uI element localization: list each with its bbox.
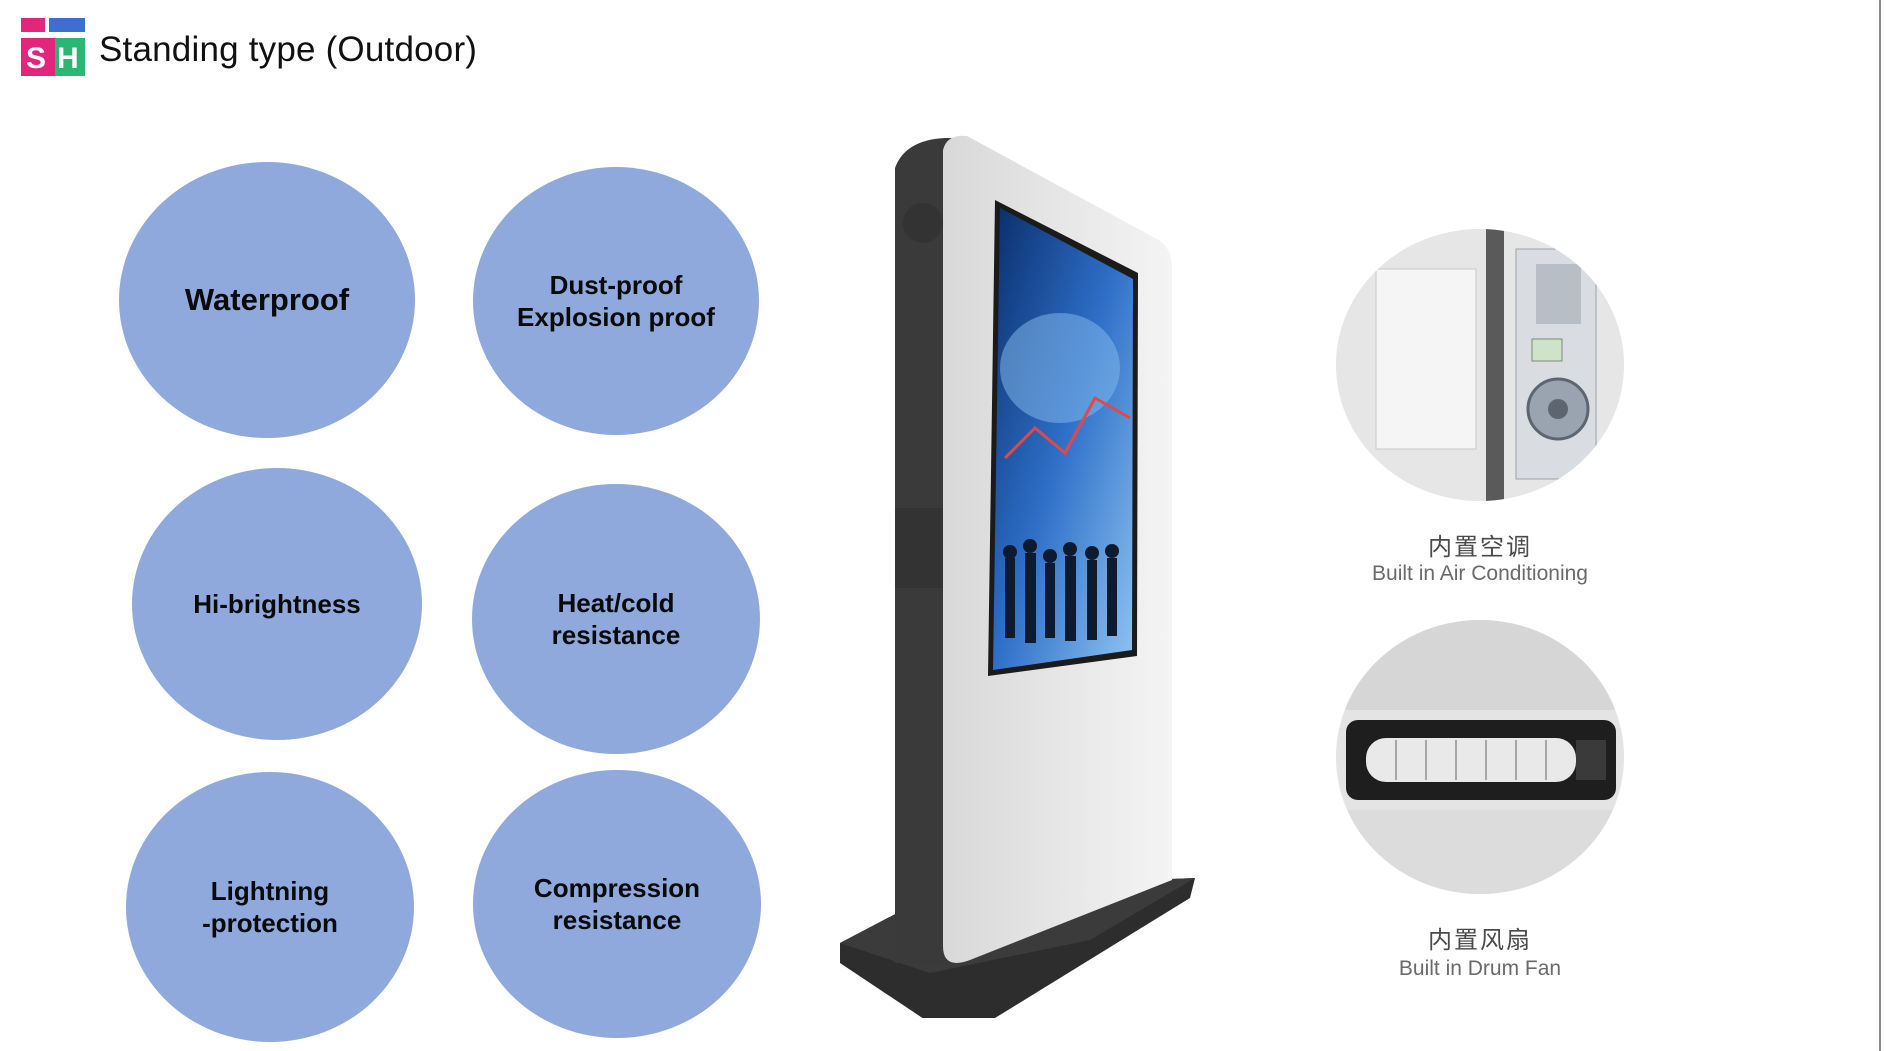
feature-label: Heat/cold resistance [551, 588, 681, 650]
svg-text:H: H [57, 42, 79, 75]
feature-lightning-protection: Lightning -protection [126, 772, 414, 1042]
air-conditioner-icon [1336, 229, 1624, 501]
air-conditioning-label-zh: 内置空调 [1428, 533, 1532, 561]
feature-label: Compression resistance [533, 873, 701, 935]
slide-edge-line [1879, 0, 1881, 1051]
drum-fan-icon [1336, 620, 1624, 894]
outdoor-kiosk-image [840, 135, 1195, 1018]
svg-text:S: S [26, 42, 46, 75]
air-conditioner-photo [1336, 229, 1624, 501]
page-title: Standing type (Outdoor) [99, 30, 478, 69]
sh-logo: S H [21, 18, 85, 76]
feature-label: Waterproof [184, 282, 350, 317]
feature-compression-resistance: Compression resistance [473, 770, 761, 1038]
feature-label: Dust-proof Explosion proof [517, 270, 715, 332]
air-conditioning-label-en: Built in Air Conditioning [1372, 562, 1588, 585]
feature-hi-brightness: Hi-brightness [132, 468, 422, 740]
drum-fan-label-en: Built in Drum Fan [1398, 957, 1562, 980]
feature-dust-explosion-proof: Dust-proof Explosion proof [473, 167, 759, 435]
feature-waterproof: Waterproof [119, 162, 415, 438]
feature-heat-cold-resistance: Heat/cold resistance [472, 484, 760, 754]
feature-label: Lightning -protection [202, 876, 338, 938]
drum-fan-photo [1336, 620, 1624, 894]
feature-label: Hi-brightness [193, 589, 361, 619]
drum-fan-label-zh: 内置风扇 [1428, 926, 1532, 954]
